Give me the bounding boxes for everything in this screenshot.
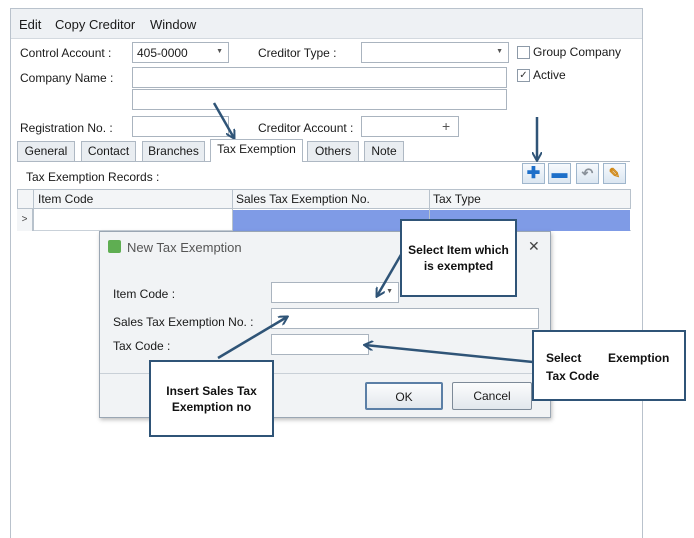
control-account-combo[interactable]: 405-0000 ▼ xyxy=(132,42,229,63)
column-exemption-no[interactable]: Sales Tax Exemption No. xyxy=(236,192,370,206)
tab-branches[interactable]: Branches xyxy=(142,141,205,161)
company-name-label: Company Name : xyxy=(20,71,114,85)
registration-input[interactable] xyxy=(132,116,229,137)
plus-icon[interactable]: + xyxy=(442,118,451,134)
menu-edit[interactable]: Edit xyxy=(19,17,42,32)
group-company-label: Group Company xyxy=(533,45,622,59)
row-indicator-icon: > xyxy=(17,209,33,231)
check-icon: ✓ xyxy=(519,70,528,81)
ok-button[interactable]: OK xyxy=(365,382,443,410)
tab-others[interactable]: Others xyxy=(307,141,359,161)
creditor-account-input[interactable]: + xyxy=(361,116,459,137)
chevron-down-icon: ▼ xyxy=(496,48,503,55)
callout-insert-no-text: Insert Sales Tax Exemption no xyxy=(166,383,257,414)
creditor-account-label: Creditor Account : xyxy=(258,121,354,135)
exemption-no-input[interactable] xyxy=(271,308,539,329)
callout-insert-no: Insert Sales Tax Exemption no xyxy=(149,360,274,437)
dialog-app-icon xyxy=(108,240,121,253)
callout-select-code-text-1: Select xyxy=(546,351,582,365)
edit-icon[interactable]: ✎ xyxy=(603,163,626,184)
company-name-input[interactable] xyxy=(132,67,507,88)
tax-code-label: Tax Code : xyxy=(113,339,171,353)
callout-select-item-text: Select Item which is exempted xyxy=(408,243,509,273)
menu-bar xyxy=(11,9,642,39)
creditor-type-label: Creditor Type : xyxy=(258,46,337,60)
column-tax-type[interactable]: Tax Type xyxy=(433,192,481,206)
callout-select-item: Select Item which is exempted xyxy=(400,219,517,297)
item-code-combo[interactable]: ▼ xyxy=(271,282,399,303)
tab-tax-exemption[interactable]: Tax Exemption xyxy=(210,139,303,162)
grid-divider xyxy=(232,189,233,231)
company-name-input-2[interactable] xyxy=(132,89,507,110)
chevron-down-icon: ▼ xyxy=(216,48,223,55)
tab-note[interactable]: Note xyxy=(364,141,404,161)
menu-window[interactable]: Window xyxy=(150,17,197,32)
dialog-title: New Tax Exemption xyxy=(127,240,242,255)
tax-code-input[interactable] xyxy=(271,334,369,355)
column-item-code[interactable]: Item Code xyxy=(38,192,94,206)
close-icon[interactable]: ✕ xyxy=(528,238,540,254)
records-title: Tax Exemption Records : xyxy=(26,170,160,184)
add-icon[interactable]: ✚ xyxy=(522,163,545,184)
chevron-down-icon: ▼ xyxy=(386,288,393,295)
registration-label: Registration No. : xyxy=(20,121,113,135)
creditor-type-combo[interactable]: ▼ xyxy=(361,42,509,63)
group-company-checkbox[interactable] xyxy=(517,46,530,59)
item-code-label: Item Code : xyxy=(113,287,176,301)
cancel-button[interactable]: Cancel xyxy=(452,382,532,410)
control-account-label: Control Account : xyxy=(20,46,112,60)
menu-copy-creditor[interactable]: Copy Creditor xyxy=(55,17,136,32)
remove-icon[interactable]: ▬ xyxy=(548,163,571,184)
dialog-divider xyxy=(100,373,550,374)
undo-icon[interactable]: ↶ xyxy=(576,163,599,184)
callout-select-code-text-2: Exemption xyxy=(608,351,670,365)
control-account-value: 405-0000 xyxy=(137,46,188,60)
tab-strip-border xyxy=(17,161,630,162)
grid-divider xyxy=(33,189,34,231)
callout-select-code: Select Exemption Tax Code xyxy=(532,330,686,401)
records-grid-header xyxy=(17,189,631,209)
grid-divider xyxy=(429,189,430,231)
callout-select-code-text-3: Tax Code xyxy=(546,369,600,383)
exemption-no-label: Sales Tax Exemption No. : xyxy=(113,315,254,329)
active-checkbox[interactable]: ✓ xyxy=(517,69,530,82)
tab-contact[interactable]: Contact xyxy=(81,141,136,161)
active-label: Active xyxy=(533,68,566,82)
tab-general[interactable]: General xyxy=(17,141,75,161)
